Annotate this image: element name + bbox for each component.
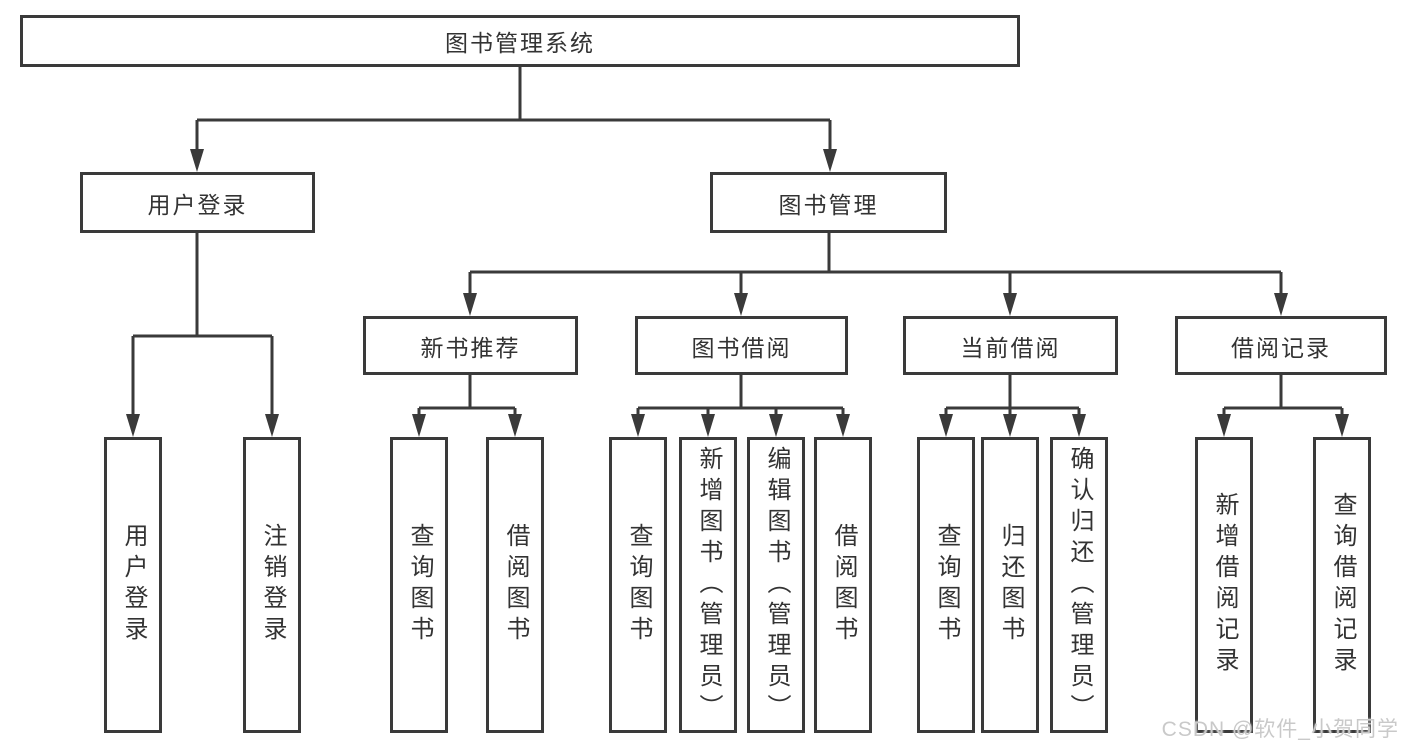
node-user-login-branch: 用户登录 bbox=[80, 172, 315, 233]
node-query-books-under-recommend: 查询图书 bbox=[390, 437, 448, 733]
node-label: 用户登录 bbox=[147, 191, 248, 218]
node-label: 借阅记录 bbox=[1231, 334, 1331, 361]
node-label: 图书管理系统 bbox=[445, 30, 595, 56]
node-label: 编辑图书（管理员） bbox=[763, 445, 790, 725]
node-confirm-return-admin: 确认归还（管理员） bbox=[1050, 437, 1108, 733]
watermark: CSDN @软件_小贺同学 bbox=[1161, 718, 1399, 741]
node-logout-leaf: 注销登录 bbox=[243, 437, 301, 733]
node-return-books: 归还图书 bbox=[981, 437, 1039, 733]
node-query-books-under-borrowing: 查询图书 bbox=[609, 437, 667, 733]
node-book-management: 图书管理 bbox=[710, 172, 947, 233]
node-label: 图书借阅 bbox=[691, 334, 792, 361]
node-label: 查询图书 bbox=[406, 523, 433, 647]
node-current-borrowing: 当前借阅 bbox=[903, 316, 1118, 375]
node-book-borrowing: 图书借阅 bbox=[635, 316, 848, 375]
node-label: 新书推荐 bbox=[420, 334, 521, 361]
node-label: 图书管理 bbox=[778, 191, 879, 218]
node-label: 归还图书 bbox=[997, 523, 1024, 647]
node-library-management-system: 图书管理系统 bbox=[20, 15, 1020, 67]
node-borrowing-records: 借阅记录 bbox=[1175, 316, 1387, 375]
node-label: 用户登录 bbox=[120, 523, 147, 647]
node-label: 新增图书（管理员） bbox=[695, 445, 722, 725]
node-label: 查询借阅记录 bbox=[1329, 492, 1356, 678]
node-borrow-books-under-recommend: 借阅图书 bbox=[486, 437, 544, 733]
node-user-login-leaf: 用户登录 bbox=[104, 437, 162, 733]
node-label: 查询图书 bbox=[625, 523, 652, 647]
node-label: 查询图书 bbox=[933, 523, 960, 647]
node-new-book-recommendation: 新书推荐 bbox=[363, 316, 578, 375]
node-label: 注销登录 bbox=[259, 523, 286, 647]
node-add-borrow-record: 新增借阅记录 bbox=[1195, 437, 1253, 733]
node-edit-books-admin: 编辑图书（管理员） bbox=[747, 437, 805, 733]
node-query-borrow-record: 查询借阅记录 bbox=[1313, 437, 1371, 733]
node-query-books-under-current: 查询图书 bbox=[917, 437, 975, 733]
node-label: 确认归还（管理员） bbox=[1066, 445, 1093, 725]
node-label: 新增借阅记录 bbox=[1211, 492, 1238, 678]
node-label: 借阅图书 bbox=[830, 523, 857, 647]
node-label: 借阅图书 bbox=[502, 523, 529, 647]
node-borrow-books-under-borrowing: 借阅图书 bbox=[814, 437, 872, 733]
node-add-books-admin: 新增图书（管理员） bbox=[679, 437, 737, 733]
node-label: 当前借阅 bbox=[960, 334, 1061, 361]
